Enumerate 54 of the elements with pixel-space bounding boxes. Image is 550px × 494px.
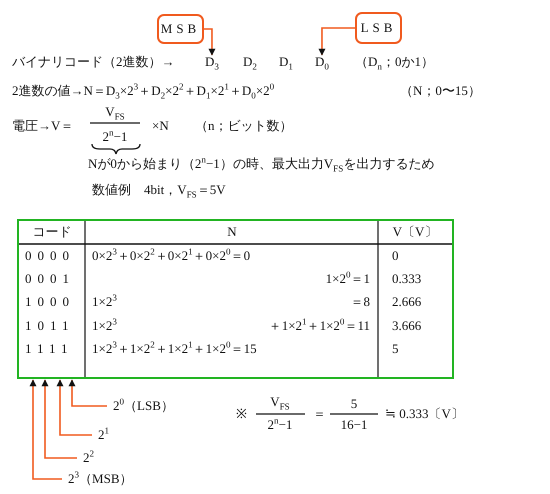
leader-line (30, 379, 62, 480)
leader-line (68, 379, 107, 407)
code-value: 0001 (25, 271, 75, 287)
denominator: 16−1 (340, 417, 368, 433)
voltage-value: 2.666 (392, 294, 422, 310)
formula-text: 2進数の値→N＝D$_{3}$×2$^{3}$＋D$_{2}$×2$^{2}$＋D$_{1}$×2$^{1}$＋D$_{0}$×2$^{0}$ (12, 83, 274, 99)
voltage-value: 5 (392, 341, 398, 357)
arrow (204, 28, 216, 56)
arrow (318, 27, 355, 56)
leader-line (56, 379, 92, 436)
numerator: 5 (350, 396, 358, 412)
calculation-text: 1×2$^{3}$ (92, 294, 117, 310)
formula-text: バイナリコード（2進数）→ (12, 54, 174, 70)
voltage-value: 0.333 (392, 271, 422, 287)
code-value: 0000 (25, 248, 75, 264)
bit-weight-label: 2$^{2}$ (83, 450, 94, 466)
note-text: （D$_{n}$；0か1） (355, 54, 434, 70)
bit-symbol: D$_{0}$ (315, 54, 329, 70)
code-value: 1000 (25, 294, 75, 310)
example-text: 数値例 4bit，V$_{FS}$＝5V (92, 182, 226, 198)
note-mark: ※ (236, 406, 247, 422)
column-header: V〔V〕 (392, 224, 438, 240)
numerator: V$_{FS}$ (270, 394, 290, 410)
leader-line (42, 379, 77, 459)
code-value: 1011 (25, 318, 75, 334)
voltage-value: 3.666 (392, 318, 422, 334)
calculation-text: ＋1×2$^{1}$＋1×2$^{0}$＝11 (268, 318, 370, 334)
column-header: コード (32, 224, 72, 240)
numerator: V$_{FS}$ (105, 104, 125, 120)
bit-weight-label: 2$^{3}$（MSB） (68, 471, 133, 487)
bit-symbol: D$_{2}$ (243, 54, 257, 70)
calculation-text: 1×2$^{3}$ (92, 318, 117, 334)
label-box: LSB (355, 12, 402, 44)
column-header: N (227, 224, 237, 240)
equals-sign: ＝ (313, 406, 326, 422)
result-text: ≒ 0.333〔V〕 (385, 406, 464, 422)
label-box: MSB (157, 14, 204, 44)
calculation-text: 1×2$^{3}$＋1×2$^{2}$＋1×2$^{1}$＋1×2$^{0}$＝15 (92, 341, 257, 357)
bit-weight-label: 2$^{0}$（LSB） (113, 398, 174, 414)
bit-symbol: D$_{1}$ (279, 54, 293, 70)
code-value: 1111 (25, 341, 74, 357)
formula-text: 電圧→V＝ (12, 118, 74, 134)
bit-weight-label: 2$^{1}$ (98, 427, 110, 443)
voltage-value: 0 (392, 248, 398, 264)
calculation-text: ＝8 (350, 294, 370, 310)
calculation-text: 0×2$^{3}$＋0×2$^{2}$＋0×2$^{1}$＋0×2$^{0}$＝0 (92, 248, 250, 264)
denominator: 2$^{n}$−1 (268, 417, 292, 433)
bit-symbol: D$_{3}$ (205, 54, 219, 70)
formula-text: ×N (152, 118, 169, 134)
calculation-text: 1×2$^{0}$＝1 (326, 271, 370, 287)
note-text: （N；0〜15） (400, 83, 481, 99)
note-text: （n；ビット数） (195, 118, 292, 134)
explanation-text: Nが0から始まり（2$^{n}$−1）の時、最大出力V$_{FS}$を出力するため (88, 156, 434, 172)
denominator: 2$^{n}$−1 (102, 129, 128, 145)
